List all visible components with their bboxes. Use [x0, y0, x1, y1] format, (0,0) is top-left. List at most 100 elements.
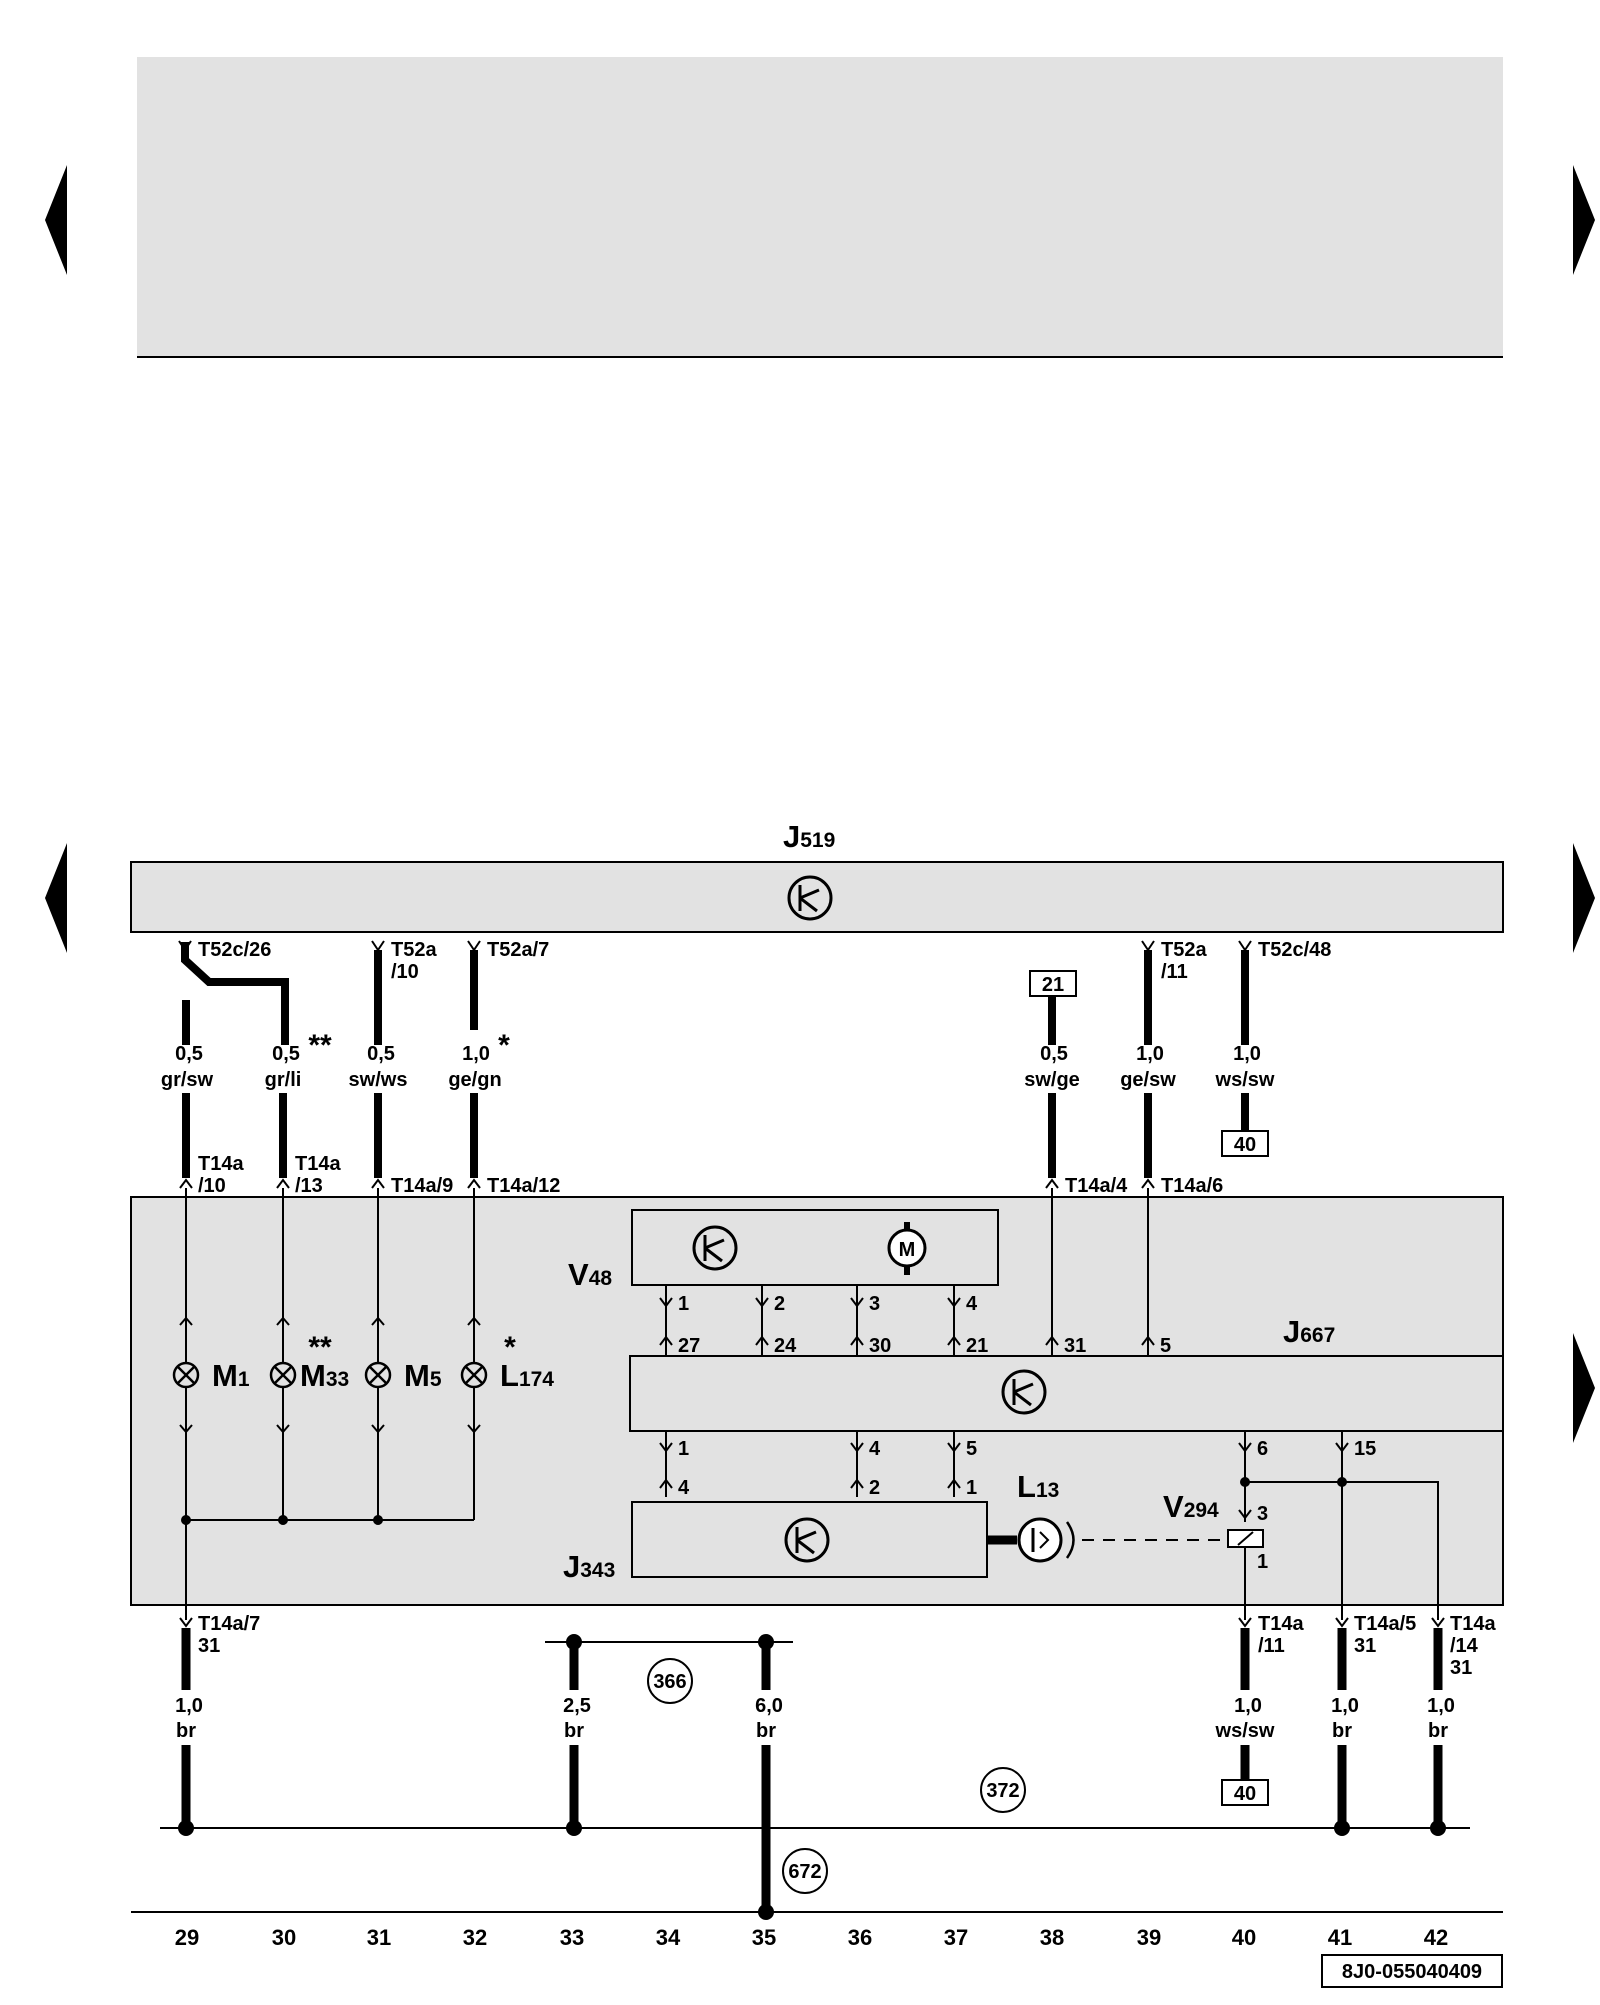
- track-numbers: 29 30 31 32 33 34 35 36 37 38 39 40 41 4…: [175, 1925, 1448, 1950]
- v294-actuator-icon: [1227, 1529, 1264, 1548]
- wire-color: gr/sw: [161, 1069, 214, 1091]
- ref-box-40-top-label: 40: [1234, 1134, 1256, 1156]
- top-info-panel: [137, 57, 1503, 357]
- j343-pin: 2: [869, 1477, 880, 1499]
- j667-control-unit: [629, 1355, 1504, 1432]
- wire-size: 1,0: [462, 1043, 490, 1065]
- ref-circle-366: [647, 1658, 693, 1704]
- conn-t14a-14-a: T14a: [1450, 1613, 1496, 1635]
- track-number: 36: [848, 1925, 872, 1950]
- lamp-l174-mark: *: [504, 1331, 516, 1364]
- v48-pin: 1: [678, 1293, 689, 1315]
- prev-section-arrow-icon[interactable]: [45, 843, 67, 953]
- j667-pin: 4: [869, 1438, 881, 1460]
- wire-size: 1,0: [1233, 1043, 1261, 1065]
- j667-pin: 21: [966, 1335, 988, 1357]
- wire-color: gr/li: [265, 1069, 302, 1091]
- j343-pin: 1: [966, 1477, 977, 1499]
- v294-label: V294: [1163, 1489, 1219, 1524]
- wire-size: 0,5: [367, 1043, 395, 1065]
- j519-label: J519: [783, 819, 835, 854]
- v48-motor-unit: [631, 1209, 999, 1286]
- j667-pin: 30: [869, 1335, 891, 1357]
- ref-circle-672-label: 672: [788, 1861, 821, 1883]
- v294-pin-arrows: [1238, 1509, 1252, 1620]
- lamp-m5-icon: [364, 1361, 392, 1389]
- j667-pin: 1: [678, 1438, 689, 1460]
- track-number: 41: [1328, 1925, 1352, 1950]
- v48-motor-icon: M: [887, 1222, 927, 1275]
- lamp-m33-mark: **: [308, 1331, 332, 1364]
- wire-specs-top: 0,5 gr/sw 0,5 ** gr/li 0,5 sw/ws 1,0 * g…: [161, 1029, 1275, 1091]
- next-section-arrow-icon[interactable]: [1573, 843, 1595, 953]
- j667-pin: 6: [1257, 1438, 1268, 1460]
- doc-code: 8J0-055040409: [1342, 1961, 1482, 1983]
- v48-pin-arrows: [659, 1297, 1155, 1346]
- j667-pin: 5: [1160, 1335, 1171, 1357]
- j667-label: J667: [1283, 1314, 1335, 1349]
- v48-j667-wiring: [665, 1188, 1149, 1356]
- track-number: 34: [656, 1925, 681, 1950]
- wire-color: sw/ws: [349, 1069, 408, 1091]
- conn-t52a-10-b: /10: [391, 961, 419, 983]
- connector-arrows-bottom: [179, 1617, 1445, 1628]
- track-number: 39: [1137, 1925, 1161, 1950]
- conn-t14a-14-c: 31: [1450, 1657, 1472, 1679]
- ref-box-21-label: 21: [1042, 974, 1064, 996]
- wire-color: ws/sw: [1215, 1720, 1275, 1742]
- next-page-arrow-icon[interactable]: [1573, 165, 1595, 275]
- track-number: 30: [272, 1925, 296, 1950]
- j667-pin: 15: [1354, 1438, 1376, 1460]
- track-number: 37: [944, 1925, 968, 1950]
- wire-mark: **: [308, 1029, 332, 1062]
- v48-label: V48: [568, 1257, 612, 1292]
- ground-junction-dots: [178, 1634, 1446, 1920]
- doc-code-box: [1321, 1954, 1503, 1988]
- wire-color: br: [564, 1720, 584, 1742]
- track-number: 35: [752, 1925, 776, 1950]
- track-number: 40: [1232, 1925, 1256, 1950]
- track-number: 38: [1040, 1925, 1064, 1950]
- j343-pin: 4: [678, 1477, 690, 1499]
- wire-size: 6,0: [755, 1695, 783, 1717]
- conn-t14a-5-a: T14a/5: [1354, 1613, 1416, 1635]
- j667-j343-wiring: [665, 1431, 1439, 1620]
- conn-t14a-13-b: /13: [295, 1175, 323, 1197]
- wire-color: br: [1428, 1720, 1448, 1742]
- track-number: 42: [1424, 1925, 1448, 1950]
- conn-t14a-7-b: 31: [198, 1635, 220, 1657]
- conn-t52c-26: T52c/26: [198, 939, 271, 961]
- wire-size: 1,0: [1136, 1043, 1164, 1065]
- j343-label: J343: [563, 1549, 615, 1584]
- conn-t14a-11-a: T14a: [1258, 1613, 1304, 1635]
- ref-box-40-bottom-label: 40: [1234, 1783, 1256, 1805]
- v48-pin: 3: [869, 1293, 880, 1315]
- j667-pin-arrows-bottom: [659, 1442, 1349, 1489]
- wire-col-29-top: [181, 942, 289, 1178]
- prev-page-arrow-icon[interactable]: [45, 165, 67, 275]
- junction-dots: [181, 1477, 1347, 1525]
- wire-mark: *: [498, 1029, 510, 1062]
- lamp-m1-label: M1: [212, 1358, 250, 1393]
- l13-label: L13: [1017, 1469, 1059, 1504]
- wire-specs-bottom: 1,0 br 2,5 br 6,0 br 1,0 ws/sw 1,0 br 1,…: [175, 1695, 1455, 1742]
- j519-electronic-symbol-icon: [787, 875, 833, 921]
- conn-t14a-11-b: /11: [1258, 1635, 1285, 1657]
- wire-color: br: [1332, 1720, 1352, 1742]
- lamp-m5-label: M5: [404, 1358, 442, 1393]
- l13-gas-discharge-lamp-icon: [1017, 1517, 1075, 1563]
- j667-pin: 5: [966, 1438, 977, 1460]
- wire-size: 1,0: [1427, 1695, 1455, 1717]
- lamp-m33-label: M33: [300, 1358, 349, 1393]
- wire-color: br: [176, 1720, 196, 1742]
- wire-color: ge/sw: [1120, 1069, 1176, 1091]
- conn-t14a-9: T14a/9: [391, 1175, 453, 1197]
- conn-t14a-7-a: T14a/7: [198, 1613, 260, 1635]
- wire-size: 1,0: [1331, 1695, 1359, 1717]
- j343-electronic-symbol-icon: [784, 1517, 830, 1563]
- wire-size: 0,5: [1040, 1043, 1068, 1065]
- wire-size: 2,5: [563, 1695, 591, 1717]
- continue-arrow-icon[interactable]: [1573, 1333, 1595, 1443]
